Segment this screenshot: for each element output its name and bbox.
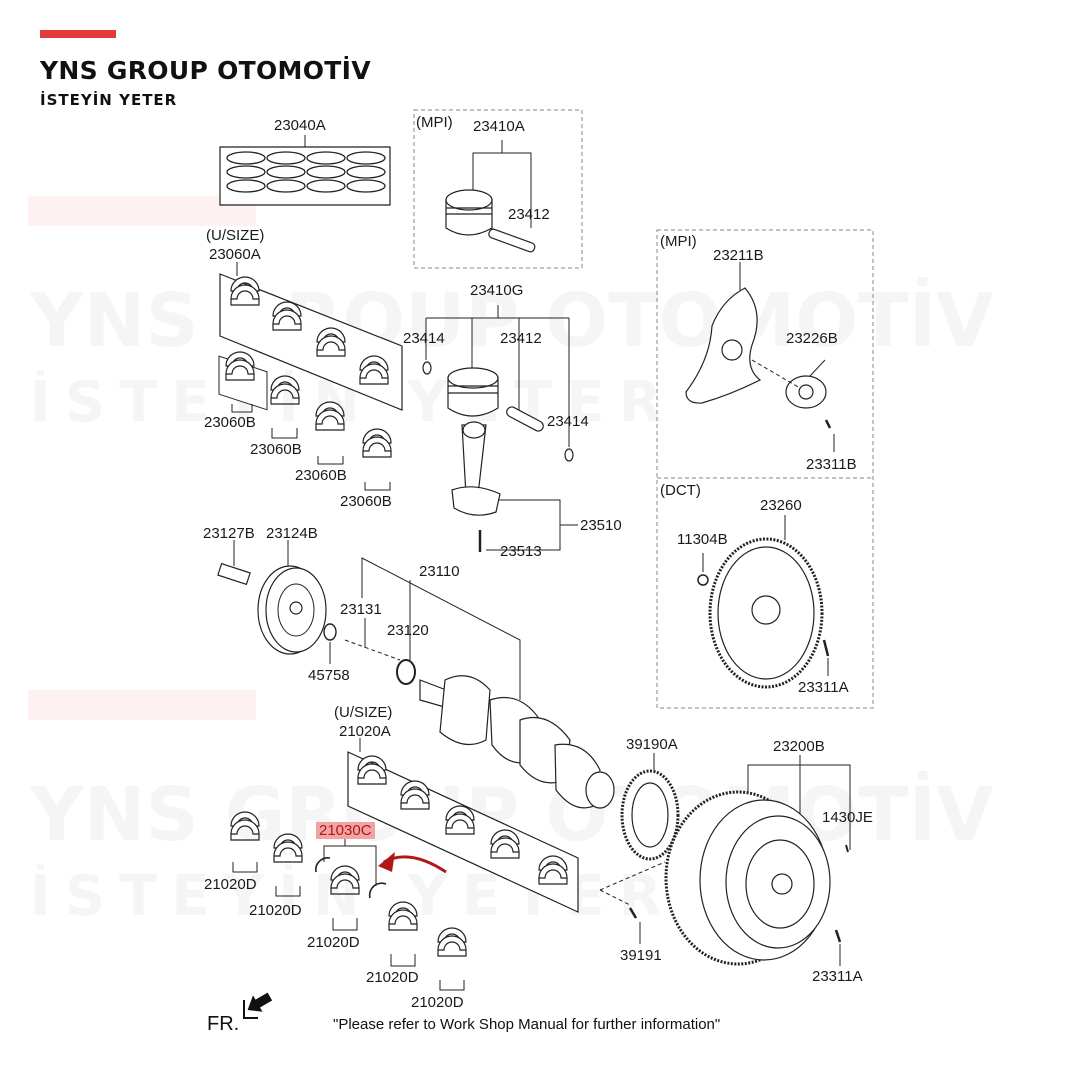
part-label[interactable]: 23060B: [295, 467, 347, 484]
highlight-arrowhead: [378, 852, 395, 872]
upper-loose-bearings: [218, 351, 392, 491]
watermark-strip: [28, 196, 256, 226]
group-label-usize: (U/SIZE): [206, 227, 265, 244]
part-label[interactable]: 39190A: [626, 736, 678, 753]
drive-plate-mpi: [685, 287, 827, 409]
part-label[interactable]: 39191: [620, 947, 662, 964]
part-label[interactable]: 1430JE: [822, 809, 873, 826]
ring-gear: [599, 753, 680, 944]
part-label[interactable]: 23211B: [713, 247, 764, 264]
watermark-strip: [28, 690, 256, 720]
part-label[interactable]: 23311A: [798, 679, 849, 696]
part-label[interactable]: 23311B: [806, 456, 857, 473]
group-label-mpi: (MPI): [660, 233, 697, 250]
part-label-highlighted[interactable]: 21030C: [316, 822, 375, 839]
part-label[interactable]: 23311A: [812, 968, 863, 985]
front-direction-label: FR.: [207, 1013, 240, 1035]
footer-note: "Please refer to Work Shop Manual for fu…: [333, 1016, 721, 1033]
part-label[interactable]: 23060B: [204, 414, 256, 431]
part-label[interactable]: 23414: [403, 330, 445, 347]
part-label[interactable]: 23060A: [209, 246, 261, 263]
part-label[interactable]: 23412: [508, 206, 550, 223]
part-label[interactable]: 23412: [500, 330, 542, 347]
part-label[interactable]: 23120: [387, 622, 429, 639]
part-label[interactable]: 45758: [308, 667, 350, 684]
brand-name: YNS GROUP OTOMOTİV: [40, 56, 371, 85]
part-label[interactable]: 21020D: [411, 994, 464, 1011]
part-label[interactable]: 23513: [500, 543, 542, 560]
upper-bearing-panel: [219, 262, 403, 411]
part-label[interactable]: 21020D: [307, 934, 360, 951]
flywheel-assembly: [664, 755, 851, 966]
flywheel-dct: [708, 537, 824, 689]
mpi-piston-box: [413, 109, 583, 269]
part-label[interactable]: 23040A: [274, 117, 326, 134]
piston-ring-set: [219, 135, 391, 206]
part-label[interactable]: 23127B: [203, 525, 255, 542]
front-arrow-icon: [247, 992, 273, 1012]
part-label[interactable]: 23131: [340, 601, 382, 618]
piston-mpi: [445, 189, 536, 253]
brand-tagline: İSTEYİN YETER: [40, 91, 178, 109]
part-label[interactable]: 21020D: [249, 902, 302, 919]
part-label[interactable]: 23110: [419, 563, 460, 580]
group-label-mpi: (MPI): [416, 114, 453, 131]
part-label[interactable]: 23510: [580, 517, 622, 534]
part-label[interactable]: 23060B: [340, 493, 392, 510]
brand-accent-bar: [40, 30, 116, 38]
part-label[interactable]: 23060B: [250, 441, 302, 458]
lower-loose-bearings: [230, 811, 467, 991]
piston-rod-assembly: [422, 305, 578, 552]
part-label[interactable]: 23410A: [473, 118, 525, 135]
group-label-dct: (DCT): [660, 482, 701, 499]
part-label[interactable]: 23124B: [266, 525, 318, 542]
part-label[interactable]: 11304B: [677, 531, 728, 548]
part-label[interactable]: 23414: [547, 413, 589, 430]
crank-pulley: [217, 540, 337, 664]
part-label[interactable]: 23410G: [470, 282, 524, 299]
part-label[interactable]: 23226B: [786, 330, 838, 347]
part-label[interactable]: 21020A: [339, 723, 391, 740]
part-label[interactable]: 23260: [760, 497, 802, 514]
mpi-dct-box: [656, 229, 874, 709]
crankshaft: [344, 557, 615, 809]
part-label[interactable]: 21020D: [366, 969, 419, 986]
part-label[interactable]: 21020D: [204, 876, 257, 893]
lower-bearing-panel: [347, 738, 579, 913]
part-label[interactable]: 23200B: [773, 738, 825, 755]
group-label-usize: (U/SIZE): [334, 704, 393, 721]
